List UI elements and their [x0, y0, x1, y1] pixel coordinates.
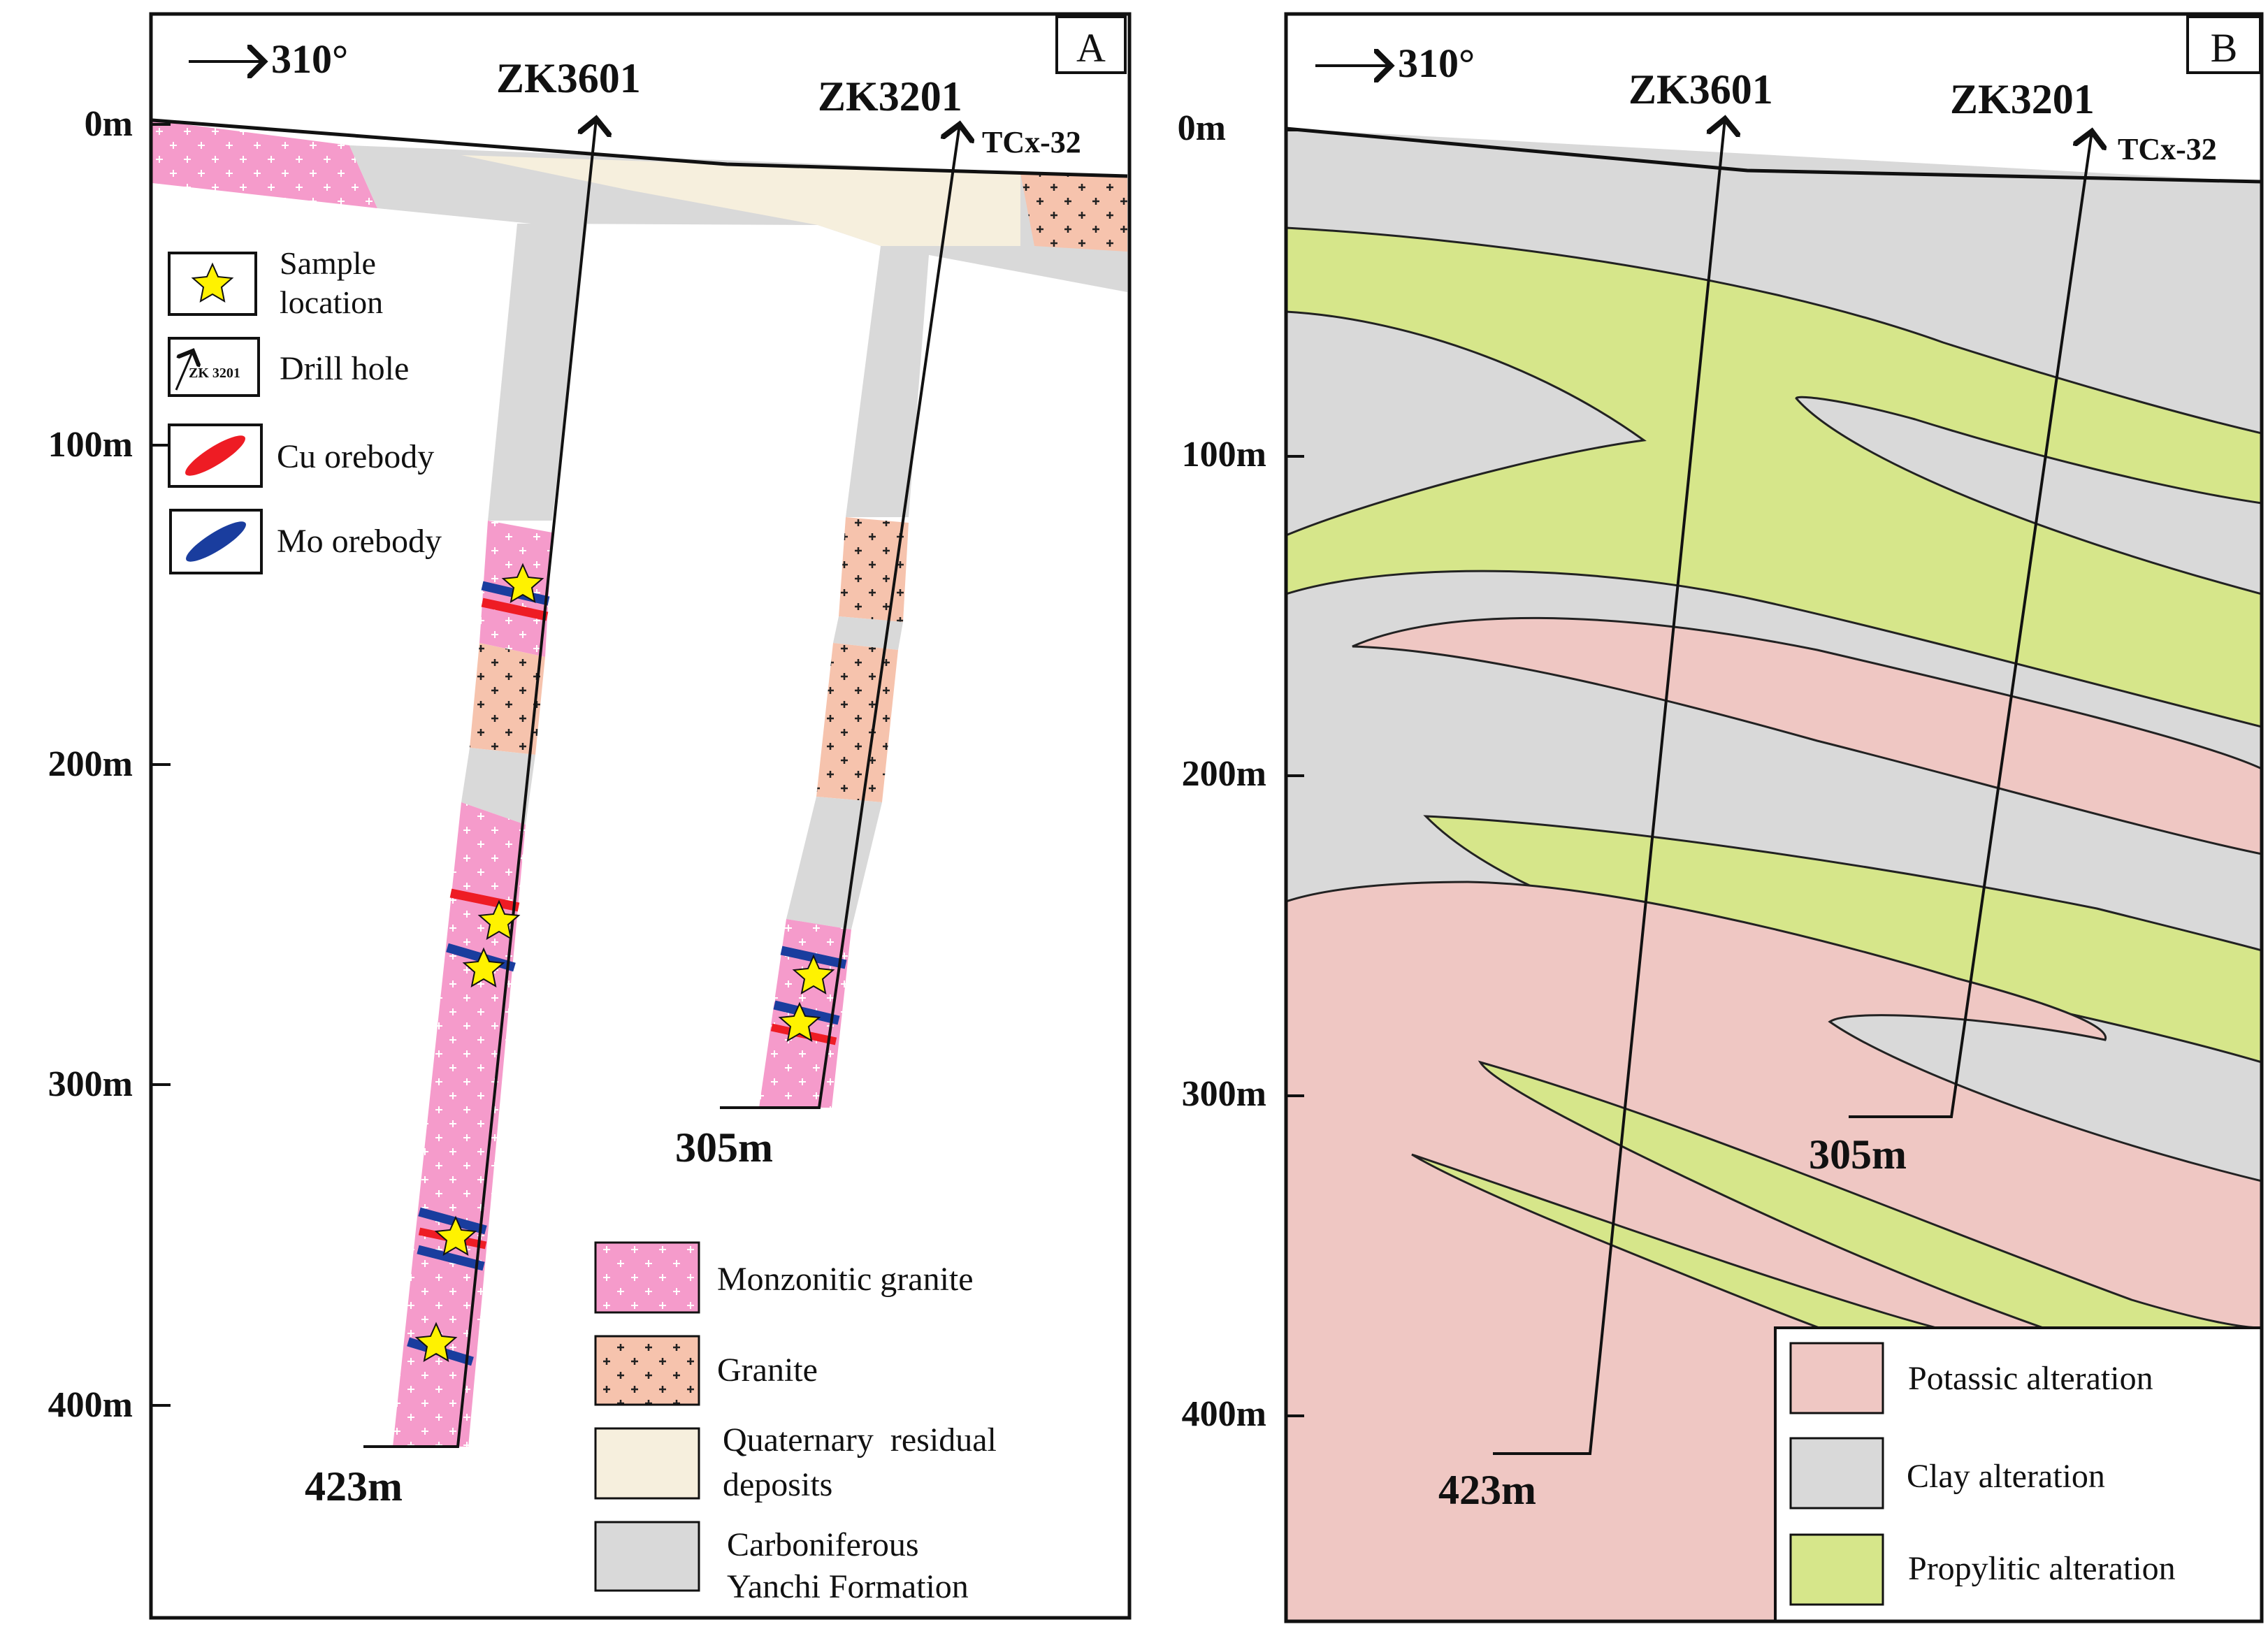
drill-hole-label: ZK3601: [1628, 66, 1773, 113]
swatch-carboniferous: [594, 1521, 700, 1592]
swatch-potassic: [1789, 1342, 1884, 1414]
azimuth-label: 310°: [1398, 41, 1475, 86]
swatch-monzonitic-granite: [594, 1241, 700, 1314]
cu-orebody: [449, 888, 520, 912]
panel-a-header: 310° ZK3601 ZK3201 TCx-32 A 423m 305m: [189, 15, 1127, 1510]
propylitic-upper-band: [1286, 226, 2262, 728]
trench-label: TCx-32: [2118, 132, 2217, 166]
legend-carboniferous-line2: Yanchi Formation: [727, 1568, 969, 1605]
sample-location-star: [414, 1322, 458, 1362]
granite-surface-unit: [1020, 173, 1127, 252]
ground-surface-line: [152, 118, 1128, 178]
legend-clay-label: Clay alteration: [1907, 1458, 2105, 1495]
sample-location-star: [501, 563, 544, 603]
panel-letter: B: [2211, 25, 2238, 71]
mo-orebody: [773, 1000, 840, 1025]
azimuth-label: 310°: [271, 36, 348, 82]
panel-b: 0m 100m 200m 300m 400m 310° ZK3601 ZK320…: [1178, 12, 2264, 1623]
panel-letter: A: [1076, 25, 1106, 71]
drill-hole-zk3201-b: [1849, 131, 2092, 1118]
legend-propylitic-label: Propylitic alteration: [1908, 1550, 2176, 1587]
depth-label: 0m: [1178, 108, 1226, 148]
depth-label: 100m: [1182, 435, 1266, 475]
depth-axis-b: 0m 100m 200m 300m 400m: [1178, 108, 1304, 1434]
mo-orebody: [417, 1245, 485, 1271]
legend-cu-label: Cu orebody: [277, 438, 434, 475]
drill-hole-zk3601: [363, 119, 596, 1448]
zk3601-carboniferous-lower: [461, 748, 535, 825]
drill-hole-label: ZK3201: [1950, 76, 2095, 122]
zk3201-granite-lower: [816, 643, 898, 802]
depth-label: 300m: [1182, 1074, 1266, 1114]
depth-label: 200m: [1182, 754, 1266, 794]
mo-orebody-icon: [186, 521, 246, 562]
end-depth-label: 305m: [1809, 1131, 1907, 1178]
symbol-legend: Sample location ZK 3201 Drill hole Cu or…: [168, 245, 442, 574]
panel-letter-box: [1055, 15, 1127, 74]
legend-granite-label: Granite: [717, 1352, 818, 1389]
sky-above-surface: [1286, 14, 2262, 182]
zk3601-carboniferous-column: [488, 224, 587, 521]
legend-mo-label: Mo orebody: [277, 523, 442, 560]
depth-label: 300m: [48, 1064, 133, 1104]
sample-location-star: [792, 954, 835, 994]
end-depth-label: 423m: [1438, 1467, 1536, 1513]
sample-location-star: [462, 947, 505, 987]
swatch-granite: [594, 1335, 700, 1406]
quaternary-deposit: [461, 155, 1020, 246]
depth-label: 400m: [1182, 1394, 1266, 1434]
zk3201-carboniferous-column: [846, 246, 930, 517]
legend-sample-line2: location: [280, 284, 383, 320]
swatch-clay: [1789, 1437, 1884, 1510]
end-depth-label: 423m: [305, 1463, 403, 1510]
potassic-lens: [1352, 616, 2262, 855]
panel-a-border: [149, 12, 1132, 1620]
zk3601-granite-segment: [470, 643, 545, 755]
zk3201-granite-upper: [839, 517, 909, 622]
sample-stars-a: [414, 563, 835, 1362]
drill-hole-zk3601-b: [1493, 119, 1725, 1455]
swatch-quaternary: [594, 1427, 700, 1500]
sample-location-star: [778, 1001, 821, 1042]
swatch-propylitic: [1789, 1533, 1884, 1606]
cu-orebody-icon: [185, 435, 245, 476]
legend-quaternary-line2: deposits: [723, 1466, 832, 1503]
depth-label: 200m: [48, 744, 133, 784]
drill-hole-label: ZK3601: [496, 55, 641, 101]
depth-label: 0m: [85, 104, 133, 144]
legend-carboniferous-line1: Carboniferous: [727, 1526, 919, 1563]
legend-sample-line1: Sample: [280, 245, 376, 281]
panel-b-header: 310° ZK3601 ZK3201 TCx-32 B 423m 305m: [1315, 15, 2262, 1513]
drill-hole-zk3201: [720, 124, 960, 1109]
ground-surface-line-b: [1285, 126, 2262, 184]
alteration-legend: Potassic alteration Clay alteration Prop…: [1774, 1326, 2263, 1623]
legend-potassic-label: Potassic alteration: [1908, 1360, 2153, 1397]
sample-star-icon: [191, 262, 234, 303]
lithology-legend: Monzonitic granite Granite Quaternary re…: [594, 1241, 997, 1605]
monzonitic-surface-unit: [152, 120, 377, 208]
end-depth-label: 305m: [675, 1124, 773, 1171]
depth-label: 100m: [48, 425, 133, 465]
drill-icon-text: ZK 3201: [189, 365, 240, 381]
panel-a: 0m 100m 200m 300m 400m 310° ZK3601 ZK320…: [48, 12, 1132, 1620]
depth-axis-a: 0m 100m 200m 300m 400m: [48, 104, 171, 1425]
propylitic-lower-band: [1478, 1060, 2262, 1392]
cu-orebody: [481, 598, 549, 621]
depth-label: 400m: [48, 1385, 133, 1425]
drill-hole-label: ZK3201: [818, 73, 962, 120]
mo-orebody: [418, 1207, 487, 1235]
panel-b-border: [1284, 12, 2264, 1623]
legend-drill-label: Drill hole: [280, 350, 409, 387]
sample-location-star: [434, 1215, 477, 1256]
sample-location-star: [477, 899, 521, 940]
legend-monzonitic-label: Monzonitic granite: [717, 1261, 974, 1298]
drill-hole-icon: [175, 351, 193, 391]
trench-label: TCx-32: [982, 125, 1081, 159]
legend-quaternary-line1: Quaternary residual: [723, 1421, 997, 1458]
